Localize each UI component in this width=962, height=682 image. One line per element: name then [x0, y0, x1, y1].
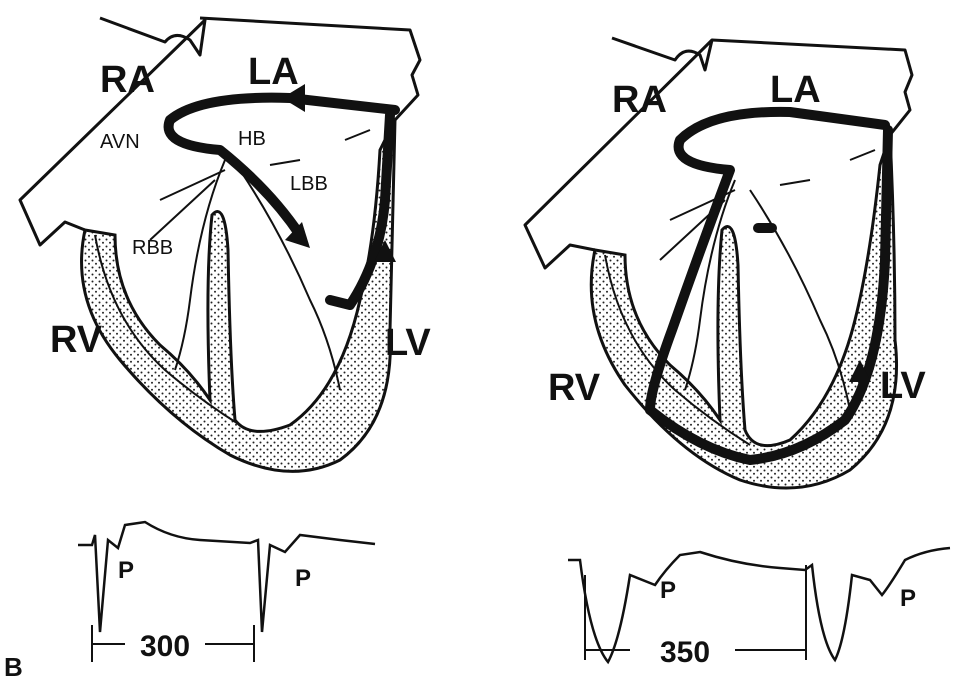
left-label-avn: AVN	[100, 131, 140, 153]
left-heart-diagram: RA LA AVN HB LBB RBB RV LV	[20, 18, 431, 471]
left-ecg-trace: P P 300	[78, 522, 375, 663]
left-label-rbb: RBB	[132, 237, 173, 259]
left-ecg-p-label-1: P	[118, 557, 134, 584]
right-ecg-p-label-1: P	[660, 577, 676, 604]
left-label-la: LA	[248, 51, 299, 93]
right-label-la: LA	[770, 69, 821, 111]
right-heart-diagram: RA LA RV LV	[525, 38, 926, 488]
left-ventricle-myocardium	[82, 120, 395, 471]
left-left-bundle-branch	[240, 170, 340, 390]
left-ecg-interval-value: 300	[140, 630, 190, 663]
left-reentry-pathway	[169, 98, 395, 235]
left-ecg-p-label-2: P	[295, 565, 311, 592]
right-ecg-interval-value: 350	[660, 636, 710, 669]
left-label-lbb: LBB	[290, 173, 328, 195]
right-ecg-trace: P P 350	[568, 548, 950, 669]
left-label-ra: RA	[100, 59, 155, 101]
left-label-hb: HB	[238, 128, 266, 150]
right-ecg-p-label-2: P	[900, 585, 916, 612]
right-ventricle-myocardium	[591, 135, 896, 488]
panel-label: B	[4, 652, 23, 682]
left-label-rv: RV	[50, 319, 103, 361]
right-ecg-waveform	[568, 548, 950, 662]
right-label-lv: LV	[880, 365, 926, 407]
right-label-ra: RA	[612, 79, 667, 121]
right-label-rv: RV	[548, 367, 601, 409]
left-label-lv: LV	[385, 322, 431, 364]
